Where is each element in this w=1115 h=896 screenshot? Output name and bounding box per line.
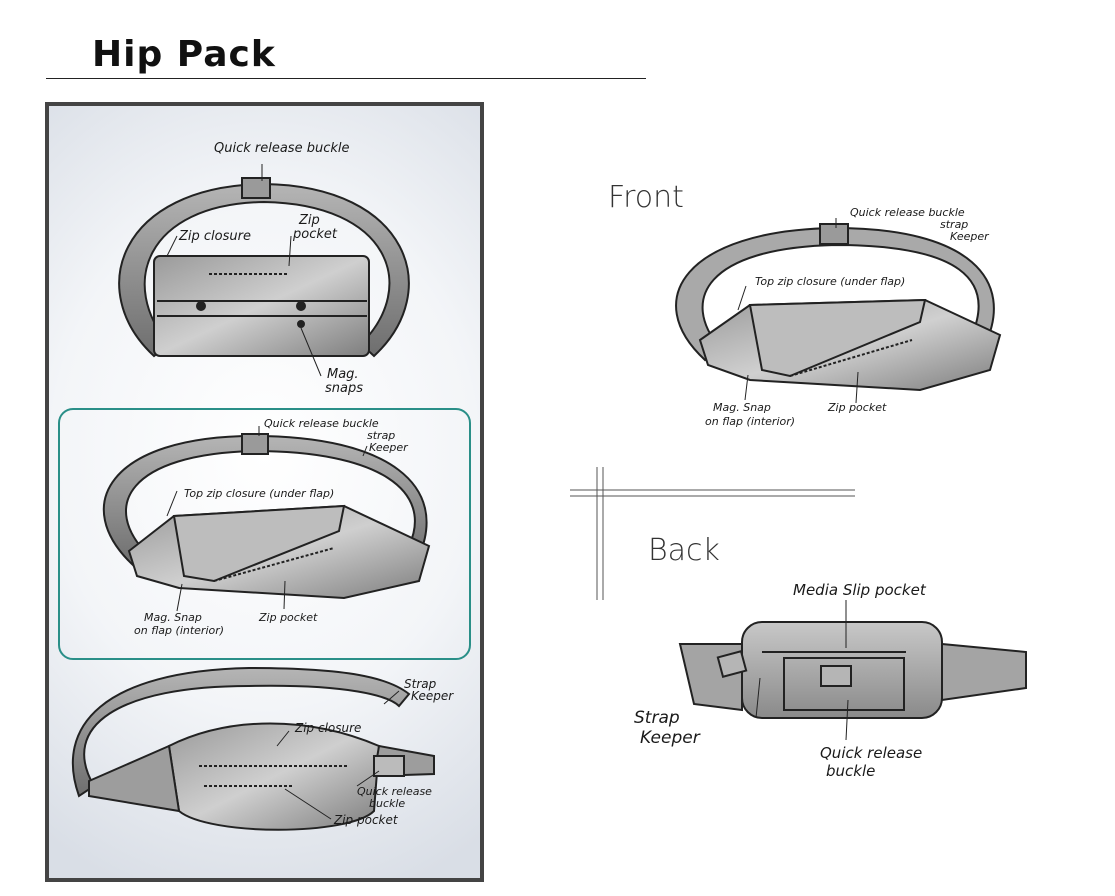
label-mag-snap-2a: Mag. Snap — [144, 611, 202, 624]
label-mag-snap-2b: on flap (interior) — [134, 624, 225, 637]
front-label-mag-snap-a: Mag. Snap — [713, 401, 771, 414]
label-zip-closure: Zip closure — [179, 229, 251, 244]
front-label-top-zip: Top zip closure (under flap) — [755, 275, 906, 288]
label-mag-snaps-2: snaps — [325, 381, 364, 396]
highlight-box — [58, 408, 471, 660]
label-zip-pocket-1: Zip — [299, 213, 320, 228]
label-strap-keeper-3b: Keeper — [411, 689, 454, 703]
front-view-sketch — [675, 218, 1002, 404]
label-buckle-3b: buckle — [369, 797, 406, 810]
label-strap-keeper-2a: strap — [367, 429, 396, 442]
back-label-strap-keeper-b: Keeper — [640, 728, 700, 748]
label-quick-release-buckle: Quick release buckle — [214, 141, 350, 156]
back-label-strap-keeper-a: Strap — [634, 708, 680, 728]
label-top-zip-closure-2: Top zip closure (under flap) — [184, 487, 335, 500]
hip-pack-sketch-front-flap — [118, 177, 410, 358]
section-divider — [570, 467, 855, 600]
front-label-strap-keeper-b: Keeper — [950, 230, 989, 243]
label-zip-pocket-2: Zip pocket — [259, 611, 318, 624]
front-label-mag-snap-b: on flap (interior) — [705, 415, 796, 428]
view-label-back: Back — [648, 533, 720, 568]
hip-pack-sketch-waist — [71, 666, 435, 831]
page-title: Hip Pack — [92, 34, 276, 75]
front-label-strap-keeper-a: strap — [940, 218, 969, 231]
title-underline — [46, 78, 646, 79]
label-mag-snaps-1: Mag. — [327, 367, 359, 382]
label-zip-closure-3: Zip closure — [295, 721, 362, 735]
label-zip-pocket-3: Zip pocket — [334, 813, 398, 827]
front-label-zip-pocket: Zip pocket — [828, 401, 887, 414]
sketch-panel-art — [58, 164, 471, 831]
sketch-panel: Quick release buckle Zip closure Zip poc… — [45, 102, 484, 882]
label-quick-release-buckle-2: Quick release buckle — [264, 417, 379, 430]
back-label-buckle-b: buckle — [826, 762, 876, 780]
back-view-sketch — [678, 600, 1027, 740]
label-zip-pocket-2: pocket — [293, 227, 337, 242]
front-label-buckle: Quick release buckle — [850, 206, 965, 219]
back-label-media-pocket: Media Slip pocket — [793, 581, 926, 599]
label-buckle-3a: Quick release — [357, 785, 432, 798]
view-label-front: Front — [608, 180, 684, 215]
hip-pack-sketch-front-angled — [103, 433, 431, 600]
label-strap-keeper-3a: Strap — [404, 677, 437, 691]
back-label-buckle-a: Quick release — [820, 744, 923, 762]
label-strap-keeper-2b: Keeper — [369, 441, 408, 454]
